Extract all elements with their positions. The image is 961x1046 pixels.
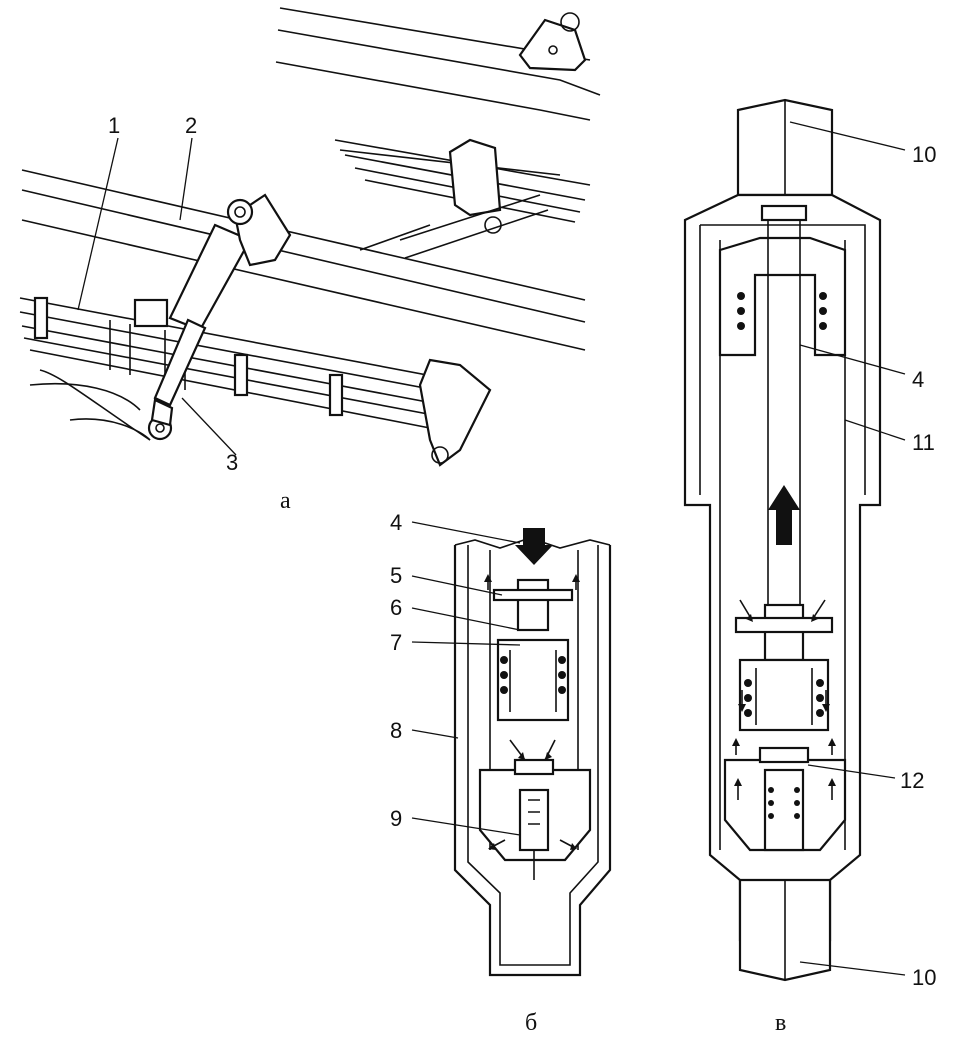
callout-9: 9 (390, 806, 402, 831)
callout-4-b: 4 (390, 510, 402, 535)
panel-a-installation: 1 2 3 а (19, 7, 601, 514)
callout-7: 7 (390, 630, 402, 655)
callout-10-bottom: 10 (912, 965, 936, 990)
caption-c: в (775, 1010, 786, 1036)
callout-2: 2 (185, 113, 197, 138)
caption-b: б (525, 1010, 537, 1036)
spring-coils-c-top (737, 292, 827, 330)
spring-coils-c-foot (768, 787, 800, 819)
callout-4-c: 4 (912, 367, 924, 392)
callout-11: 11 (912, 430, 935, 455)
callout-1: 1 (108, 113, 120, 138)
callout-6: 6 (390, 595, 402, 620)
spring-coils-c-piston (744, 679, 824, 717)
callout-10-top: 10 (912, 142, 936, 167)
spring-coils-b (500, 656, 566, 694)
caption-a: а (280, 488, 291, 514)
panel-c-rebound: 10 4 11 12 10 в (683, 98, 936, 1036)
installed-shock-absorber (147, 193, 292, 441)
callout-8: 8 (390, 718, 402, 743)
panel-b-compression: 4 5 6 7 8 9 б (390, 510, 612, 1036)
callout-12: 12 (900, 768, 924, 793)
callout-5: 5 (390, 563, 402, 588)
callout-3: 3 (226, 450, 238, 475)
